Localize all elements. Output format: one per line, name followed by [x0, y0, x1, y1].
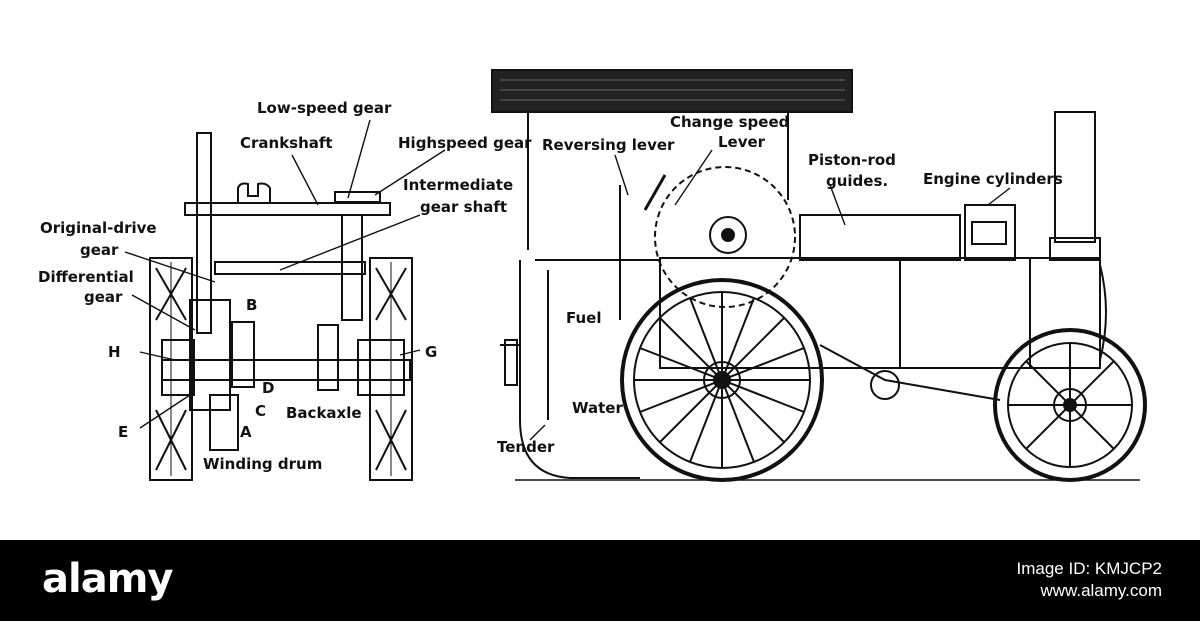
boiler [659, 257, 1107, 369]
label-e: E [118, 423, 128, 441]
label-differential-1: Differential [38, 268, 134, 286]
rear-road-wheel [620, 278, 824, 482]
site-url: www.alamy.com [1040, 581, 1162, 600]
chimney-post [196, 132, 212, 334]
label-intermediate-1: Intermediate [403, 176, 513, 194]
label-piston-rod-2: guides. [826, 172, 888, 190]
label-original-drive-2: gear [80, 241, 119, 259]
label-original-drive-1: Original-drive [40, 219, 157, 237]
label-d: D [262, 379, 274, 397]
label-winding-drum: Winding drum [203, 455, 322, 473]
flywheel [654, 166, 796, 308]
label-water: Water [572, 399, 623, 417]
right-rear-wheel [369, 257, 413, 481]
label-reversing-lever: Reversing lever [542, 136, 675, 154]
label-change-speed-1: Change speed [670, 113, 789, 131]
image-id: Image ID: KMJCP2 [1016, 559, 1163, 578]
rear-view-leaders [124, 119, 446, 429]
alamy-logo: alamy [42, 556, 173, 602]
label-differential-2: gear [84, 288, 123, 306]
back-axle-drawing [161, 299, 411, 411]
left-rear-wheel [149, 257, 193, 481]
label-h: H [108, 343, 121, 361]
image-id-block: Image ID: KMJCP2 www.alamy.com [1017, 558, 1163, 602]
label-a: A [240, 423, 252, 441]
rear-view-drawing [149, 132, 413, 481]
label-fuel: Fuel [566, 309, 602, 327]
side-view-drawing [491, 69, 1147, 482]
canopy [491, 69, 853, 250]
side-view-leaders [529, 149, 1011, 441]
crankshaft-drawing [184, 182, 391, 321]
tender-body [519, 260, 640, 479]
watermark-footer: alamy Image ID: KMJCP2 www.alamy.com [0, 540, 1200, 621]
front-linkage [819, 344, 1001, 401]
label-crankshaft: Crankshaft [240, 134, 333, 152]
chimney [1049, 111, 1101, 261]
label-engine-cylinders: Engine cylinders [923, 170, 1063, 188]
label-g: G [425, 343, 437, 361]
winding-drum-drawing [209, 394, 239, 451]
label-high-speed-gear: Highspeed gear [398, 134, 532, 152]
label-c: C [255, 402, 266, 420]
label-tender: Tender [497, 438, 555, 456]
label-low-speed-gear: Low-speed gear [257, 99, 392, 117]
cylinder-block [799, 204, 1016, 261]
label-change-speed-2: Lever [718, 133, 766, 151]
label-intermediate-2: gear shaft [420, 198, 507, 216]
traction-engine-diagram: Low-speed gear Crankshaft Highspeed gear… [38, 69, 1147, 482]
front-road-wheel [993, 328, 1147, 482]
label-piston-rod-1: Piston-rod [808, 151, 896, 169]
label-b: B [246, 296, 257, 314]
label-back-axle: Backaxle [286, 404, 362, 422]
intermediate-shaft [214, 261, 366, 275]
